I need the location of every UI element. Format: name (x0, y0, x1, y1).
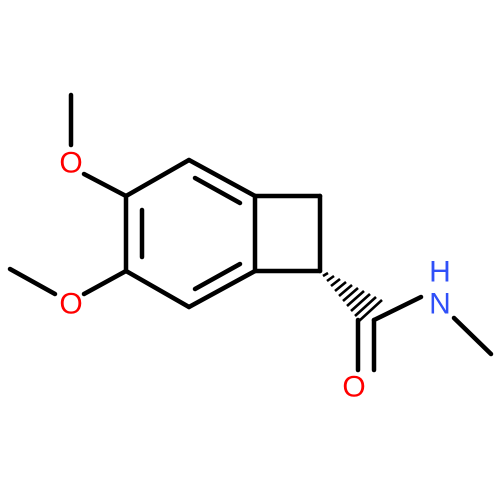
stereo-hashed-wedge-bond (318, 269, 383, 322)
ring-bond-c1-c2 (123, 157, 192, 199)
oxygen-label-methoxy-bottom: O (59, 288, 82, 321)
oxygen-label-methoxy-top: O (59, 147, 82, 180)
ring-bond-c4-c5 (186, 268, 258, 310)
ring-double-bond-inner-1 (192, 175, 243, 206)
bond-o2-ring (81, 268, 129, 297)
carbonyl-oxygen-label: O (342, 371, 365, 404)
bond-methyl-o2 (7, 266, 58, 297)
nitrogen-label: N (429, 288, 451, 321)
nitrogen-hydrogen-label: H (429, 256, 451, 289)
ring-double-bond-inner-2 (192, 261, 243, 292)
bond-n-methyl (451, 315, 494, 357)
bond-carbonyl-c-n (371, 294, 424, 323)
ring-bond-c5-c6 (123, 268, 192, 310)
ring-bond-c2-c3 (186, 157, 258, 199)
bond-o1-ring (81, 171, 129, 199)
